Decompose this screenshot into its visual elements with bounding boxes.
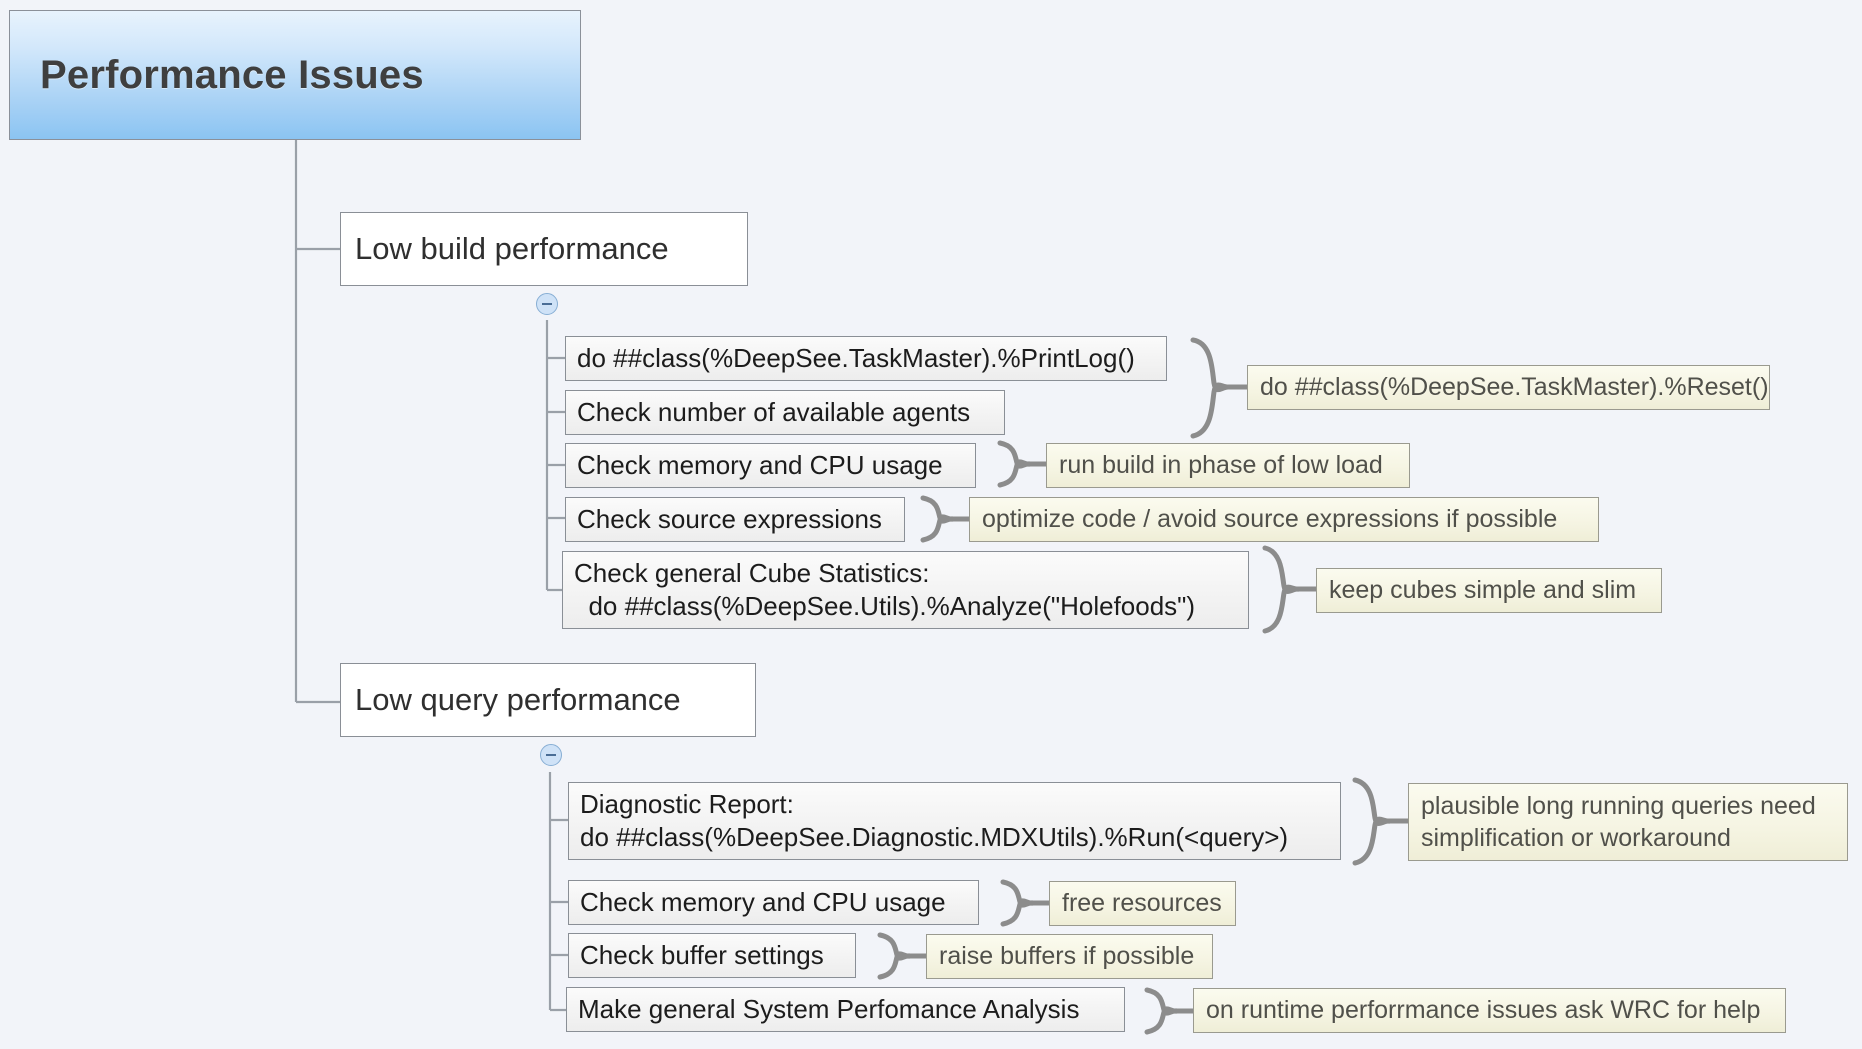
- page-title: Performance Issues: [40, 52, 424, 97]
- leaf-node-printlog[interactable]: do ##class(%DeepSee.TaskMaster).%PrintLo…: [565, 336, 1167, 381]
- branch-node-low-query-performance[interactable]: Low query performance: [340, 663, 756, 737]
- note-node-low-load[interactable]: run build in phase of low load: [1046, 443, 1410, 488]
- leaf-label: Check general Cube Statistics: do ##clas…: [574, 557, 1196, 621]
- note-label: on runtime perforrmance issues ask WRC f…: [1206, 996, 1761, 1025]
- note-node-ask-wrc[interactable]: on runtime perforrmance issues ask WRC f…: [1193, 988, 1786, 1033]
- note-node-raise-buffers[interactable]: raise buffers if possible: [926, 934, 1213, 979]
- leaf-label: Check buffer settings: [580, 939, 824, 970]
- leaf-node-memory-cpu-query[interactable]: Check memory and CPU usage: [568, 880, 979, 925]
- leaf-label: Check number of available agents: [577, 396, 971, 427]
- leaf-label: Check memory and CPU usage: [580, 886, 946, 917]
- leaf-node-buffer-settings[interactable]: Check buffer settings: [568, 933, 856, 978]
- branch-label: Low build performance: [355, 230, 669, 266]
- leaf-label: Make general System Perfomance Analysis: [578, 993, 1080, 1024]
- leaf-node-available-agents[interactable]: Check number of available agents: [565, 390, 1005, 435]
- minus-icon: [542, 303, 552, 305]
- leaf-label: Check memory and CPU usage: [577, 449, 943, 480]
- note-node-long-running-queries[interactable]: plausible long running queries need simp…: [1408, 783, 1848, 861]
- note-node-optimize-code[interactable]: optimize code / avoid source expressions…: [969, 497, 1599, 542]
- note-node-taskmaster-reset[interactable]: do ##class(%DeepSee.TaskMaster).%Reset(): [1247, 365, 1770, 410]
- note-label: plausible long running queries need simp…: [1421, 791, 1816, 853]
- collapse-toggle-low-build-performance[interactable]: [536, 293, 558, 315]
- leaf-label: Diagnostic Report: do ##class(%DeepSee.D…: [580, 788, 1289, 852]
- leaf-node-memory-cpu-build[interactable]: Check memory and CPU usage: [565, 443, 976, 488]
- leaf-label: Check source expressions: [577, 503, 882, 534]
- note-label: run build in phase of low load: [1059, 451, 1383, 480]
- collapse-toggle-low-query-performance[interactable]: [540, 744, 562, 766]
- root-node[interactable]: Performance Issues: [9, 10, 581, 140]
- note-node-free-resources[interactable]: free resources: [1049, 881, 1236, 926]
- note-label: raise buffers if possible: [939, 942, 1195, 971]
- note-node-keep-cubes-simple[interactable]: keep cubes simple and slim: [1316, 568, 1662, 613]
- leaf-label: do ##class(%DeepSee.TaskMaster).%PrintLo…: [577, 342, 1135, 373]
- leaf-node-source-expressions[interactable]: Check source expressions: [565, 497, 905, 542]
- leaf-node-diagnostic-report[interactable]: Diagnostic Report: do ##class(%DeepSee.D…: [568, 782, 1341, 860]
- branch-label: Low query performance: [355, 681, 681, 717]
- note-label: free resources: [1062, 889, 1222, 918]
- note-label: optimize code / avoid source expressions…: [982, 505, 1558, 534]
- leaf-node-system-performance-analysis[interactable]: Make general System Perfomance Analysis: [566, 987, 1125, 1032]
- note-label: do ##class(%DeepSee.TaskMaster).%Reset(): [1260, 373, 1769, 402]
- note-label: keep cubes simple and slim: [1329, 576, 1637, 605]
- leaf-node-cube-statistics[interactable]: Check general Cube Statistics: do ##clas…: [562, 551, 1249, 629]
- minus-icon: [546, 754, 556, 756]
- branch-node-low-build-performance[interactable]: Low build performance: [340, 212, 748, 286]
